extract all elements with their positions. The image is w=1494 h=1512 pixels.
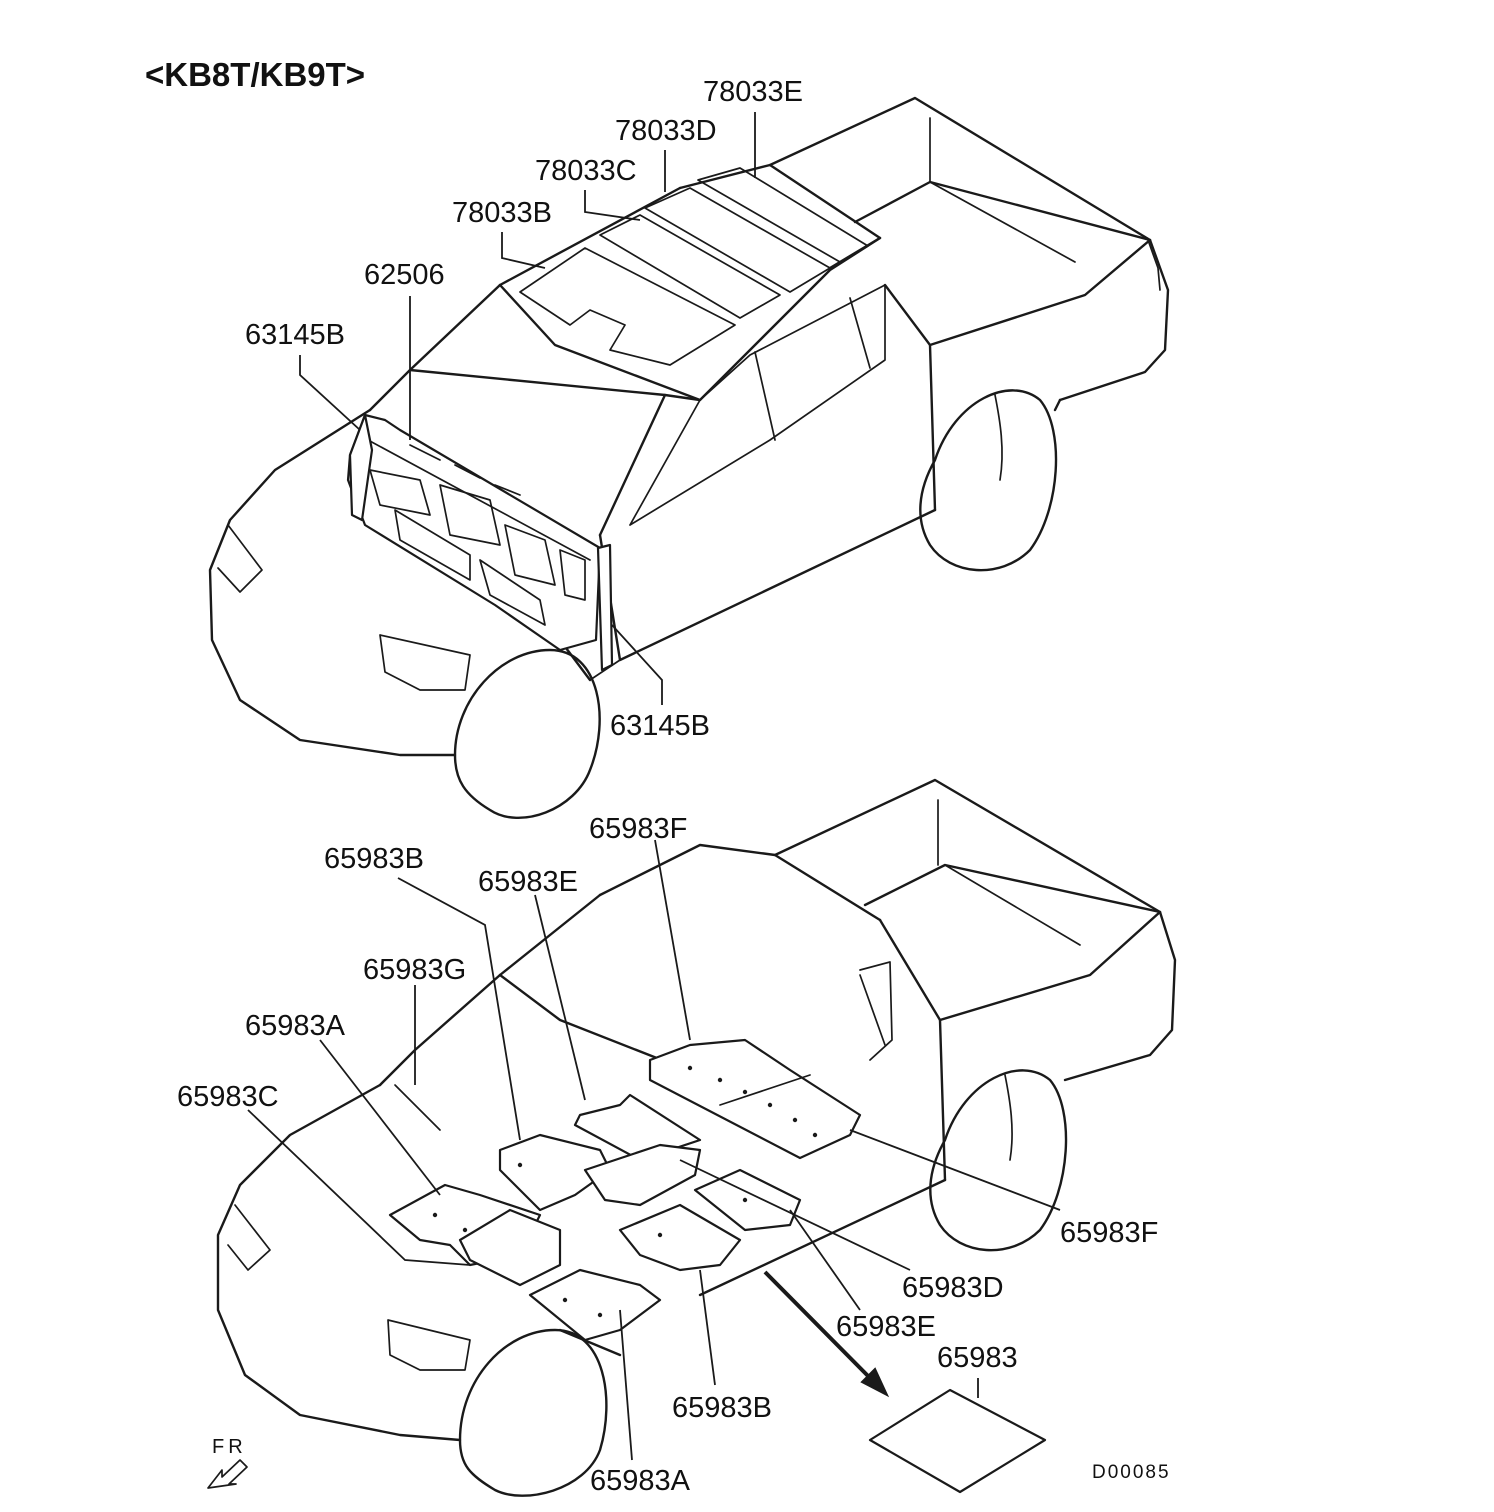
label-63145b-right: 63145B: [610, 710, 710, 742]
label-65983b-top: 65983B: [324, 843, 424, 875]
floor-pad-holes: [432, 1065, 818, 1318]
label-65983e-top: 65983E: [478, 866, 578, 898]
label-65983: 65983: [937, 1342, 1018, 1374]
label-63145b-left: 63145B: [245, 319, 345, 351]
reference-code: D00085: [1092, 1462, 1171, 1483]
label-65983d: 65983D: [902, 1272, 1004, 1304]
label-78033d: 78033D: [615, 115, 717, 147]
label-65983f-right: 65983F: [1060, 1217, 1158, 1249]
front-label: FR: [212, 1436, 247, 1458]
label-65983e-right: 65983E: [836, 1311, 936, 1343]
pad-65983e-top: [573, 1093, 702, 1162]
label-65983f-top: 65983F: [589, 813, 687, 845]
label-65983c: 65983C: [177, 1081, 279, 1113]
label-78033c: 78033C: [535, 155, 637, 187]
pad-65983a-bottom: [528, 1268, 662, 1342]
label-65983b-bottom: 65983B: [672, 1392, 772, 1424]
upper-leader-lines: [299, 112, 756, 705]
pad-65983-generic: [868, 1388, 1047, 1494]
pointer-arrow: [763, 1270, 890, 1398]
model-header: <KB8T/KB9T>: [145, 56, 365, 93]
side-trim-panel-left: [348, 413, 374, 522]
label-62506: 62506: [364, 259, 445, 291]
label-65983a-bottom: 65983A: [590, 1465, 691, 1497]
floor-pads-lower: [388, 1038, 1047, 1494]
upper-truck-outline: [208, 96, 1170, 820]
side-trim-panel-right: [596, 543, 614, 672]
label-65983g: 65983G: [363, 954, 466, 986]
lower-leader-lines: [247, 839, 1061, 1461]
label-78033b: 78033B: [452, 197, 552, 229]
pad-65983b-right: [618, 1203, 742, 1272]
label-78033e: 78033E: [703, 76, 803, 108]
label-65983a-left: 65983A: [245, 1010, 346, 1042]
pad-65983e-right: [693, 1168, 802, 1232]
pad-65983c: [458, 1208, 562, 1287]
pad-65983d: [583, 1143, 702, 1207]
front-arrow-icon: [207, 1459, 248, 1489]
front-direction-indicator: FR: [207, 1436, 248, 1489]
lower-truck-outline: [216, 778, 1177, 1497]
dash-insulator-part: [346, 413, 602, 652]
pad-65983f: [648, 1038, 862, 1160]
